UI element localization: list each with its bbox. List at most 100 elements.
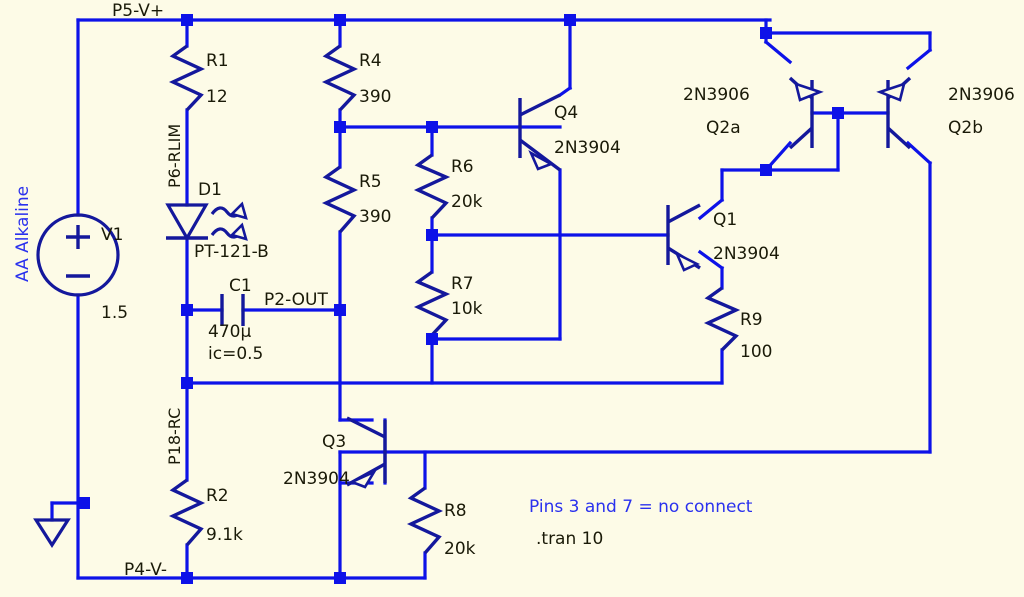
- label-r8-value: 20k: [444, 539, 476, 559]
- junction-vplus-r1: [181, 14, 193, 26]
- resistor-r5-body: [321, 165, 359, 234]
- junction-r6-top: [426, 121, 438, 133]
- resistor-r8-body: [406, 486, 444, 555]
- label-r9-value: 100: [740, 342, 772, 362]
- transistor-q4: [518, 93, 562, 172]
- junction-vminus-q3: [334, 572, 346, 584]
- transistor-q2b: [876, 76, 912, 150]
- label-q1-part: 2N3904: [713, 244, 780, 264]
- wire-q2b-collector-lead: [905, 140, 933, 166]
- label-q2a-ref: Q2a: [706, 118, 741, 138]
- label-net-rlim: P6-RLIM: [165, 124, 184, 188]
- d1-light-arrow-2: [229, 222, 248, 241]
- junction-vplus-r4: [334, 14, 346, 26]
- transistor-q2a: [788, 76, 824, 150]
- q2b-emitter-arrow: [876, 82, 906, 102]
- wire-q2b-emitter-lead: [905, 47, 933, 71]
- label-q1-ref: Q1: [713, 210, 737, 230]
- label-net-out: P2-OUT: [264, 290, 328, 310]
- junction-c1-left: [181, 304, 193, 316]
- junction-r4-r5: [334, 121, 346, 133]
- annotation-directive: .tran 10: [536, 529, 603, 549]
- q1-collector-slope: [667, 203, 701, 224]
- wire-q1-collector-lead: [697, 197, 725, 221]
- junction-rc-node: [181, 377, 193, 389]
- resistor-r1-body: [168, 44, 206, 112]
- d1-light-arrow-1: [229, 201, 248, 220]
- label-q3-part: 2N3904: [283, 469, 350, 489]
- voltage-source-v1: [36, 213, 120, 297]
- label-r4-value: 390: [359, 87, 391, 107]
- q2a-collector-slope: [788, 126, 814, 150]
- junction-mirror-emitter: [760, 27, 772, 39]
- resistor-symbols: [168, 44, 741, 555]
- label-r2-value: 9.1k: [206, 525, 243, 545]
- diode-d1: [165, 201, 248, 242]
- ground-symbol: [33, 518, 71, 548]
- label-q4-part: 2N3904: [554, 138, 621, 158]
- label-v1-value: 1.5: [101, 303, 128, 323]
- q4-emitter-slope: [518, 138, 562, 172]
- q4-collector-slope: [519, 93, 561, 117]
- resistor-r4-body: [321, 44, 359, 112]
- junction-mirror-base: [832, 107, 844, 119]
- v1-plus-sign: [66, 225, 90, 249]
- label-q2a-part: 2N3906: [683, 85, 750, 105]
- junction-vminus-r2: [181, 572, 193, 584]
- transistor-q1: [666, 203, 701, 272]
- label-q4-ref: Q4: [554, 103, 578, 123]
- label-d1-part: PT-121-B: [194, 242, 269, 262]
- q2b-collector-slope: [886, 126, 912, 150]
- q4-emitter-arrow: [528, 150, 555, 171]
- transistor-q3: [346, 416, 387, 489]
- resistor-r7-body: [413, 270, 451, 337]
- resistor-r2-body: [168, 478, 206, 547]
- wire-q4-collector-lead: [557, 85, 573, 98]
- label-r4-ref: R4: [359, 51, 382, 71]
- label-q3-ref: Q3: [322, 432, 346, 452]
- label-net-vplus: P5-V+: [112, 1, 164, 21]
- ground-triangle: [33, 518, 71, 548]
- q3-emitter-arrow: [348, 469, 378, 489]
- label-q2b-ref: Q2b: [948, 118, 983, 138]
- junction-q1c-q2a: [760, 164, 772, 176]
- label-r9-ref: R9: [740, 310, 763, 330]
- q3-collector-slope: [346, 416, 386, 439]
- label-net-vminus: P4-V-: [124, 560, 167, 580]
- label-c1-ref: C1: [229, 276, 252, 296]
- wire-q1-emitter-lead: [697, 249, 725, 271]
- label-net-rc: P18-RC: [165, 408, 184, 465]
- label-r5-ref: R5: [359, 172, 382, 192]
- label-d1-ref: D1: [198, 180, 222, 200]
- text-layer: P5-V+ P4-V- P2-OUT P6-RLIM P18-RC AA Alk…: [13, 1, 1015, 580]
- wire-q2a-emitter-lead: [763, 39, 793, 65]
- label-r1-value: 12: [206, 87, 228, 107]
- label-r8-ref: R8: [444, 501, 467, 521]
- annotation-pins-note: Pins 3 and 7 = no connect: [529, 497, 753, 517]
- junction-r7-bottom: [426, 333, 438, 345]
- q1-emitter-arrow: [674, 251, 701, 272]
- label-r7-value: 10k: [451, 299, 483, 319]
- label-r6-ref: R6: [451, 157, 474, 177]
- label-r1-ref: R1: [206, 51, 229, 71]
- resistor-r6-body: [413, 153, 451, 220]
- junction-out: [334, 304, 346, 316]
- label-c1-ic: ic=0.5: [208, 344, 263, 364]
- label-v1-ref: V1: [101, 225, 123, 245]
- junction-vplus-q4c: [564, 14, 576, 26]
- label-r7-ref: R7: [451, 274, 474, 294]
- junction-dots: [78, 14, 844, 584]
- label-r6-value: 20k: [451, 192, 483, 212]
- label-c1-value: 470µ: [208, 322, 251, 342]
- label-r5-value: 390: [359, 207, 391, 227]
- junction-r6-r7: [426, 229, 438, 241]
- v1-circle: [36, 213, 120, 297]
- label-r2-ref: R2: [206, 486, 229, 506]
- capacitor-c1: [220, 294, 245, 326]
- label-q2b-part: 2N3906: [948, 85, 1015, 105]
- resistor-r9-body: [703, 286, 741, 352]
- label-battery-note: AA Alkaline: [13, 186, 33, 282]
- d1-triangle: [165, 203, 209, 242]
- q2a-emitter-arrow: [794, 82, 824, 102]
